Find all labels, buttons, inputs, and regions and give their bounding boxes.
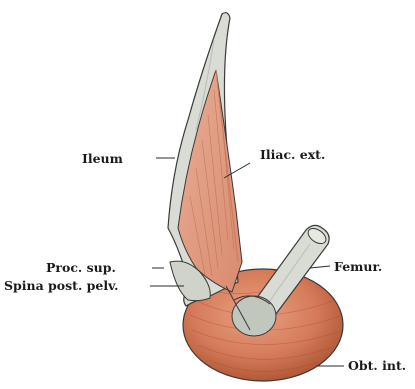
label-iliac-ext: Iliac. ext. xyxy=(260,147,325,162)
label-ileum: Ileum xyxy=(82,151,123,166)
label-proc-sup: Proc. sup. xyxy=(46,260,116,275)
label-spina: Spina post. pelv. xyxy=(4,278,118,293)
label-obt-int: Obt. int. xyxy=(348,358,406,373)
label-femur: Femur. xyxy=(334,259,382,274)
leader-femur xyxy=(310,266,330,268)
